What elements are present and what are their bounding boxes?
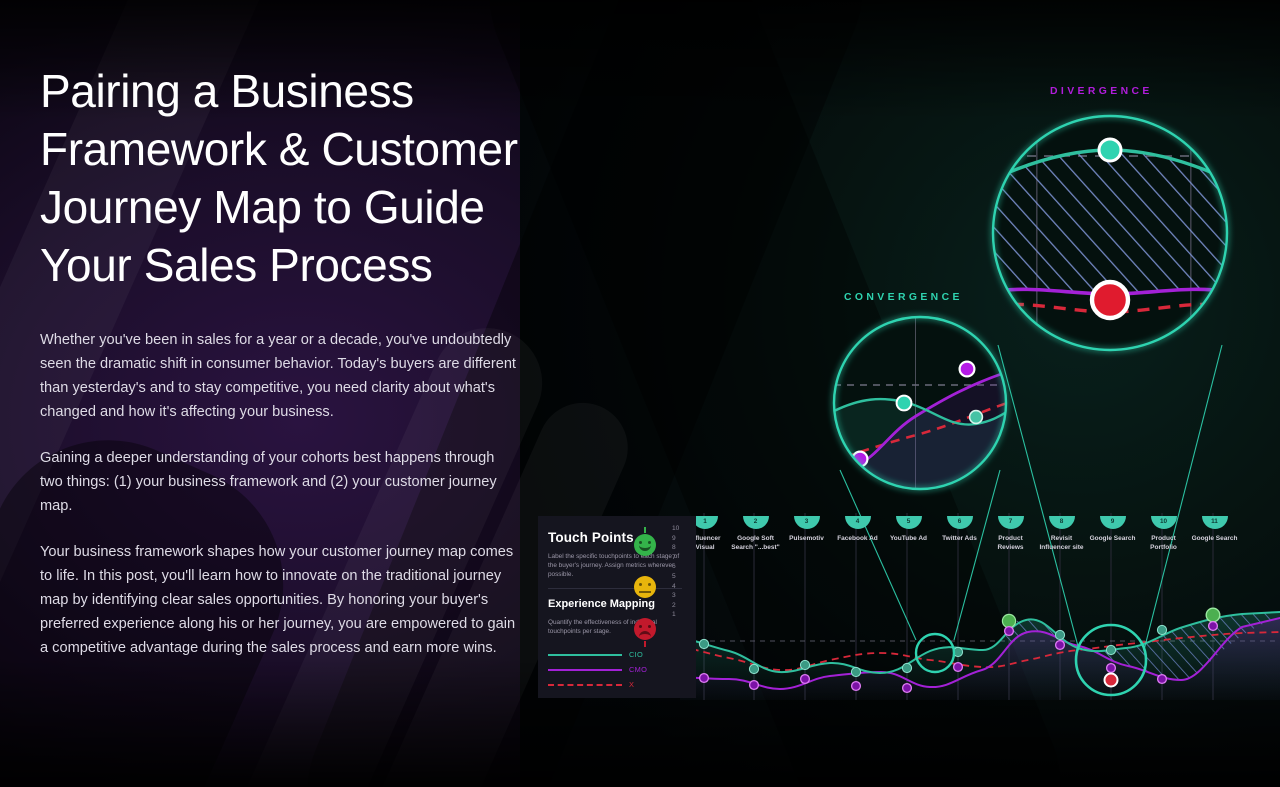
experience-faces xyxy=(634,527,662,656)
scale-value: 10 xyxy=(672,525,680,532)
touchpoint-2[interactable]: 2 Google Soft Search "...best" xyxy=(730,505,781,552)
touchpoint-5[interactable]: 5 YouTube Ad xyxy=(883,505,934,544)
legend-item-cmo[interactable]: CMO xyxy=(548,662,682,677)
touchpoint-badge: 8 xyxy=(1048,516,1075,529)
scale-value: 2 xyxy=(672,601,676,609)
article-paragraph-3: Your business framework shapes how your … xyxy=(40,544,516,656)
sad-face-stalk xyxy=(643,641,647,647)
scale-value: 3 xyxy=(672,592,676,600)
page-title: Pairing a Business Framework & Customer … xyxy=(40,65,518,291)
touchpoint-8[interactable]: 8 Revisit Influencer site xyxy=(1036,505,1087,552)
experience-mapping-title: Experience Mapping xyxy=(548,598,655,610)
touchpoint-badge: 5 xyxy=(895,516,922,529)
touch-points-description: Label the specific touchpoints to each s… xyxy=(548,553,680,578)
scale-value: 8 xyxy=(672,544,676,552)
convergence-label: CONVERGENCE xyxy=(844,292,963,303)
legend-label-x: X xyxy=(629,680,635,689)
touchpoint-label: Revisit Influencer site xyxy=(1039,535,1084,551)
touchpoint-7[interactable]: 7 Product Reviews xyxy=(985,505,1036,552)
touchpoint-badge: 4 xyxy=(844,516,871,529)
article-paragraph-2: Gaining a deeper understanding of your c… xyxy=(40,450,497,514)
legend-label-cio: CIO xyxy=(629,650,644,659)
touchpoint-label: Product Portfolio xyxy=(1150,535,1177,551)
divergence-plot-red-marker xyxy=(1103,672,1119,688)
touchpoint-badge: 2 xyxy=(742,516,769,529)
neutral-face-icon xyxy=(634,576,656,598)
divergence-label: DIVERGENCE xyxy=(1050,86,1153,97)
legend-swatch-cio xyxy=(548,653,622,656)
scale-value: 1 xyxy=(672,611,676,619)
sad-face-mouth xyxy=(639,631,651,637)
touchpoint-badge: 11 xyxy=(1201,516,1228,529)
legend-swatch-cmo xyxy=(548,668,622,671)
touchpoint-4[interactable]: 4 Facebook Ad xyxy=(832,505,883,544)
touchpoint-label: Facebook Ad xyxy=(837,535,878,542)
article-paragraph-1: Whether you've been in sales for a year … xyxy=(40,332,516,420)
touchpoint-badge: 9 xyxy=(1099,516,1126,529)
experience-scale: 10 9 8 7 6 5 4 3 2 1 xyxy=(672,524,688,620)
experience-mapping-description: Quantify the effectiveness of individual… xyxy=(548,619,657,635)
touchpoint-6[interactable]: 6 Twitter Ads xyxy=(934,505,985,544)
happy-face-eye-left xyxy=(639,541,642,545)
touchpoint-3[interactable]: 3 Pulsemotiv xyxy=(781,505,832,544)
happy-face-icon xyxy=(634,527,656,556)
article-column: Pairing a Business Framework & Customer … xyxy=(40,62,518,660)
touchpoint-label: Influencer Visual xyxy=(689,535,721,551)
panel-divider xyxy=(548,588,682,589)
scale-value: 6 xyxy=(672,563,676,571)
sad-face-eye-left xyxy=(639,625,642,629)
legend-item-x[interactable]: X xyxy=(548,677,682,692)
happy-face-stalk xyxy=(643,527,647,533)
divergence-magnifier xyxy=(991,114,1229,352)
scale-value: 7 xyxy=(672,553,676,561)
touchpoint-10[interactable]: 10 Product Portfolio xyxy=(1138,505,1189,552)
touchpoint-label: Google Soft Search "...best" xyxy=(731,535,780,551)
happy-face-mouth xyxy=(639,545,651,551)
touchpoint-9[interactable]: 9 Google Search xyxy=(1087,505,1138,544)
sad-face-eye-right xyxy=(648,625,651,629)
touchpoint-label: Google Search xyxy=(1191,535,1238,542)
touchpoint-label: Pulsemotiv xyxy=(789,535,824,542)
touchpoint-11[interactable]: 11 Google Search xyxy=(1189,505,1240,544)
scale-value: 5 xyxy=(672,572,676,580)
legend-panel: Touch Points Label the specific touchpoi… xyxy=(538,516,696,698)
neutral-face-mouth xyxy=(639,590,651,593)
touchpoint-label: Twitter Ads xyxy=(942,535,977,542)
touchpoint-strip: 1 Influencer Visual 2 Google Soft Search… xyxy=(530,505,1280,580)
convergence-magnifier xyxy=(832,315,1008,491)
legend-label-cmo: CMO xyxy=(629,665,648,674)
touchpoint-label: YouTube Ad xyxy=(889,535,928,542)
sad-face-icon xyxy=(634,618,656,647)
touchpoint-1[interactable]: 1 Influencer Visual xyxy=(680,505,730,552)
touchpoint-badge: 10 xyxy=(1150,516,1177,529)
legend-item-cio[interactable]: CIO xyxy=(548,647,682,662)
touchpoint-badge: 1 xyxy=(692,516,718,529)
legend-swatch-x xyxy=(548,683,622,686)
scale-value: 9 xyxy=(672,534,676,542)
magnifier-cones xyxy=(839,344,1223,651)
touchpoint-badge: 3 xyxy=(793,516,820,529)
neutral-face-eye-right xyxy=(648,583,651,587)
touchpoint-label: Google Search xyxy=(1089,535,1136,542)
touchpoint-label: Product Reviews xyxy=(997,535,1024,551)
touchpoint-badge: 7 xyxy=(997,516,1024,529)
touchpoint-badge: 6 xyxy=(946,516,973,529)
scale-value: 4 xyxy=(672,582,676,590)
journey-map-visualization: CONVERGENCE DIVERGENCE xyxy=(530,0,1280,787)
neutral-face-eye-left xyxy=(639,583,642,587)
touch-points-title: Touch Points xyxy=(548,530,634,545)
happy-face-eye-right xyxy=(648,541,651,545)
